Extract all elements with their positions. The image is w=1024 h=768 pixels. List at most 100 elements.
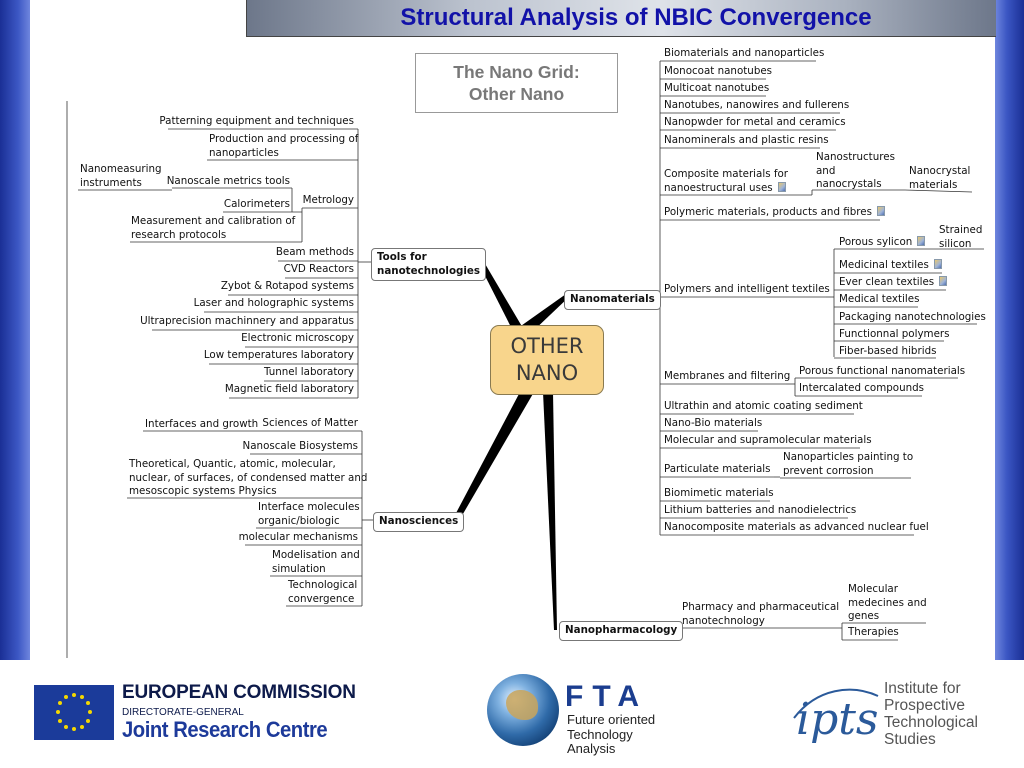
- node-modelisation-line-1: Modelisation and: [272, 549, 360, 561]
- ec-directorate: DIRECTORATE-GENERAL: [122, 707, 244, 718]
- node-measurement-line-2: research protocols: [131, 228, 227, 241]
- note-icon: [877, 206, 885, 216]
- node-membranes: Membranes and filtering: [664, 370, 791, 382]
- eu-flag-logo: [34, 685, 114, 740]
- node-ultraprecision: Ultraprecision machinnery and apparatus: [140, 315, 354, 327]
- node-composite-line-2-wrap: nanoestructural uses: [664, 181, 788, 196]
- hub-nanopharmacology: Nanopharmacology: [559, 621, 684, 641]
- node-ultrathin: Ultrathin and atomic coating sediment: [664, 400, 863, 412]
- node-composite: Composite materials for nanoestructural …: [664, 168, 788, 195]
- slide-title: Structural Analysis of NBIC Convergence: [400, 4, 872, 31]
- node-metrology: Metrology: [302, 194, 354, 206]
- node-biomaterials: Biomaterials and nanoparticles: [664, 47, 825, 59]
- node-theoretical: Theoretical, Quantic, atomic, molecular,…: [129, 458, 367, 499]
- node-lowtemp: Low temperatures laboratory: [203, 349, 354, 361]
- fta-line-2: Technology: [567, 726, 633, 742]
- ipts-line-1: Institute for: [884, 680, 961, 697]
- node-patterning: Patterning equipment and techniques: [159, 115, 354, 127]
- node-measurement-line-1: Measurement and calibration of: [131, 215, 296, 227]
- grid-title-line-1: The Nano Grid:: [453, 62, 580, 82]
- node-composite-line-1: Composite materials for: [664, 168, 789, 180]
- fta-subtitle: Future oriented Technology Analysis: [567, 712, 656, 757]
- nano-grid-title-box: The Nano Grid: Other Nano: [415, 53, 618, 113]
- node-strained-silicon: Strained silicon: [939, 224, 982, 251]
- node-composite-line-2: nanoestructural uses: [664, 181, 773, 194]
- hub-tools-line-1: Tools for: [377, 251, 427, 263]
- hub-tools-for-nanotechnologies: Tools for nanotechnologies: [371, 248, 487, 281]
- node-functionnal: Functionnal polymers: [839, 328, 950, 340]
- node-molmed-line-2: medecines and: [848, 596, 927, 609]
- node-pharmacy-line-2: nanotechnology: [682, 614, 765, 627]
- node-fiber-based: Fiber-based hibrids: [839, 345, 937, 357]
- fta-acronym: FTA: [565, 680, 649, 713]
- node-nanocomposite: Nanocomposite materials as advanced nucl…: [664, 521, 929, 533]
- node-ever-clean: Ever clean textiles: [839, 276, 948, 290]
- node-molecular-mechanisms: molecular mechanisms: [238, 531, 358, 543]
- right-blue-sidebar: [995, 0, 1024, 660]
- node-nanostructures-line-1: Nanostructures: [816, 151, 895, 163]
- center-label-line-2: NANO: [515, 361, 579, 385]
- node-strained-line-1: Strained: [939, 224, 983, 236]
- branch-tools: [478, 262, 527, 335]
- node-interface-molecules-line-1: Interface molecules: [258, 501, 360, 513]
- node-production-line-1: Production and processing of: [209, 133, 359, 145]
- fta-line-1: Future oriented: [567, 712, 656, 727]
- node-painting-line-1: Nanoparticles painting to: [783, 451, 914, 463]
- node-polymeric: Polymeric materials, products and fibres: [664, 206, 885, 220]
- node-interface-molecules: Interface molecules organic/biologic: [258, 501, 360, 528]
- node-ever-clean-label: Ever clean textiles: [839, 276, 935, 288]
- node-painting-line-2: prevent corrosion: [783, 464, 874, 477]
- hub-nanomaterials: Nanomaterials: [564, 290, 661, 310]
- node-electronic: Electronic microscopy: [241, 332, 354, 344]
- node-sciences-of-matter: Sciences of Matter: [262, 417, 358, 429]
- node-nanobio: Nano-Bio materials: [664, 417, 763, 429]
- node-polymeric-label: Polymeric materials, products and fibres: [664, 206, 872, 218]
- node-nanocrystal-materials: Nanocrystal materials: [909, 165, 970, 192]
- node-therapies: Therapies: [848, 626, 899, 638]
- node-biosystems: Nanoscale Biosystems: [242, 440, 358, 452]
- node-biomimetic: Biomimetic materials: [664, 487, 774, 499]
- node-packaging: Packaging nanotechnologies: [839, 311, 986, 323]
- node-molecular-medicines: Molecular medecines and genes: [848, 583, 927, 624]
- node-nanominerals: Nanominerals and plastic resins: [664, 134, 829, 146]
- node-theoretical-line-2: nuclear, of surfaces, of condensed matte…: [129, 471, 368, 484]
- node-nanostructures: Nanostructures and nanocrystals: [816, 151, 895, 192]
- node-technological-line-1: Technological: [288, 579, 358, 591]
- note-icon: [917, 236, 926, 246]
- node-nanomeasuring: Nanomeasuring instruments: [80, 163, 162, 190]
- node-molmed-line-3: genes: [848, 610, 880, 622]
- node-medicinal: Medicinal textiles: [839, 259, 942, 273]
- grid-title-line-2: Other Nano: [468, 84, 565, 104]
- hub-tools-line-2: nanotechnologies: [377, 264, 481, 277]
- hub-nanosciences: Nanosciences: [373, 512, 465, 532]
- note-icon: [939, 276, 948, 286]
- node-theoretical-line-1: Theoretical, Quantic, atomic, molecular,: [129, 458, 336, 470]
- node-zybot: Zybot & Rotapod systems: [220, 280, 354, 292]
- ec-title: EUROPEAN COMMISSION: [122, 682, 356, 703]
- ipts-line-4: Studies: [884, 731, 936, 748]
- node-medical: Medical textiles: [839, 293, 920, 305]
- center-label-line-1: OTHER: [510, 334, 584, 358]
- branch-nanosciences: [455, 392, 534, 519]
- ipts-line-2: Prospective: [884, 697, 965, 714]
- node-porous-sylicon-label: Porous sylicon: [839, 236, 913, 248]
- node-molecular-supra: Molecular and supramolecular materials: [664, 434, 872, 446]
- node-nanostructures-line-2: and: [816, 164, 836, 177]
- node-polymers-textiles: Polymers and intelligent textiles: [664, 283, 830, 295]
- node-nanomeasuring-line-1: Nanomeasuring: [80, 163, 162, 175]
- node-interfaces-growth: Interfaces and growth: [145, 418, 259, 430]
- branch-nanopharmacology: [543, 392, 557, 630]
- note-icon: [777, 181, 786, 192]
- center-node-other-nano: OTHER NANO: [490, 325, 604, 395]
- ipts-logo: ipts: [793, 688, 879, 745]
- node-molmed-line-1: Molecular: [848, 583, 898, 595]
- fta-line-3: Analysis: [567, 741, 616, 756]
- node-nanostructures-line-3: nanocrystals: [816, 178, 882, 190]
- node-pharmacy: Pharmacy and pharmaceutical nanotechnolo…: [682, 601, 839, 628]
- node-porous-sylicon: Porous sylicon: [839, 236, 926, 250]
- note-icon: [933, 259, 942, 269]
- node-measurement: Measurement and calibration of research …: [131, 215, 295, 242]
- node-technological-line-2: convergence: [288, 592, 355, 605]
- node-tunnel: Tunnel laboratory: [264, 366, 354, 378]
- node-strained-line-2: silicon: [939, 237, 972, 250]
